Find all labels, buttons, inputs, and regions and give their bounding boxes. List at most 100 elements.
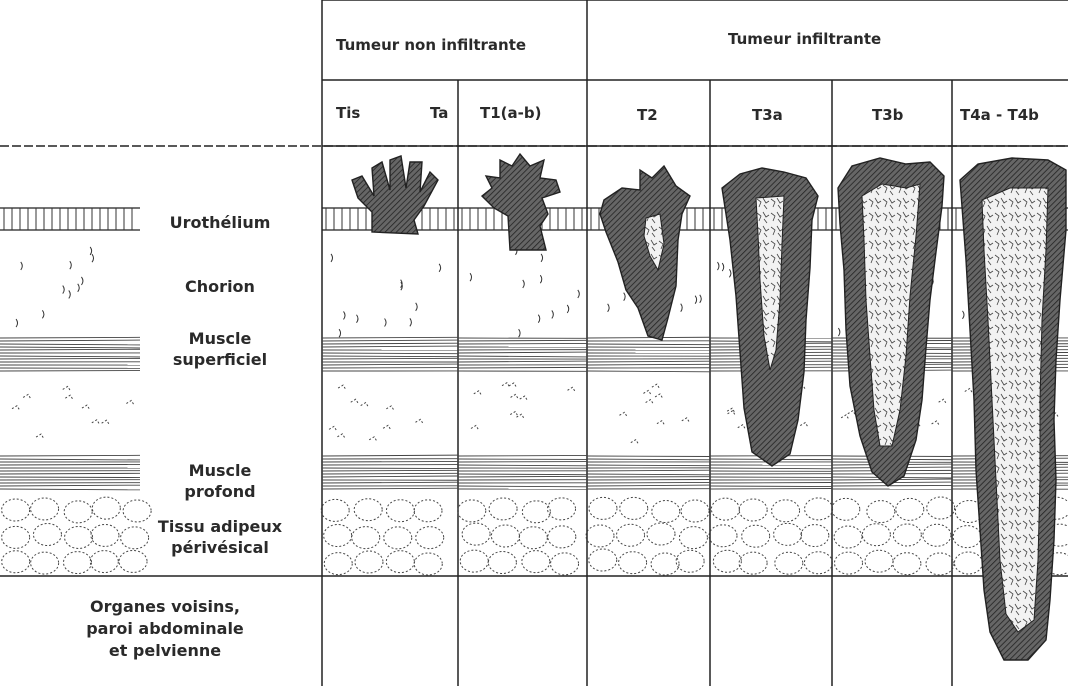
layer-label-line: Muscle xyxy=(150,460,290,481)
fat-cell xyxy=(2,551,30,573)
fat-cell xyxy=(589,497,617,519)
stroma-fiber xyxy=(82,405,90,410)
chorion-fiber xyxy=(722,263,724,271)
fat-cell xyxy=(386,551,414,573)
fat-cell xyxy=(739,499,767,521)
chorion-fiber xyxy=(81,277,83,285)
stroma-fiber xyxy=(386,406,394,411)
muscle-fiber xyxy=(0,347,140,348)
muscle-fiber xyxy=(587,479,710,480)
chorion-fiber xyxy=(624,293,626,301)
chorion-fiber xyxy=(70,261,72,269)
muscle-fiber xyxy=(322,340,458,341)
muscle-fiber xyxy=(587,465,710,466)
fat-cell xyxy=(862,524,890,546)
muscle-fiber xyxy=(0,340,140,341)
fat-cell xyxy=(548,498,576,520)
fat-cell xyxy=(742,525,770,547)
muscle-fiber xyxy=(322,461,458,462)
fat-cell xyxy=(92,497,120,519)
stage-t3b: T3b xyxy=(872,106,903,124)
stroma-fiber xyxy=(652,384,660,389)
fat-cell xyxy=(586,525,614,547)
chorion-fiber xyxy=(700,295,702,303)
muscle-fiber xyxy=(322,337,458,338)
muscle-fiber xyxy=(587,482,710,483)
chorion-fiber xyxy=(16,319,18,327)
muscle-fiber xyxy=(458,486,587,487)
chorion-fiber xyxy=(567,305,569,313)
stroma-fiber xyxy=(351,399,359,404)
fat-cell xyxy=(2,526,30,548)
fat-cell xyxy=(491,525,519,547)
stroma-fiber xyxy=(338,385,346,390)
fat-cell xyxy=(619,552,647,574)
muscle-fiber xyxy=(587,459,710,460)
fat-cell xyxy=(681,500,709,522)
stroma-fiber xyxy=(509,383,517,388)
stroma-fiber xyxy=(939,399,947,404)
chorion-fiber xyxy=(717,262,719,270)
chorion-fiber xyxy=(63,286,65,294)
stroma-fiber xyxy=(655,394,663,399)
stroma-fiber xyxy=(631,440,639,445)
fat-cell xyxy=(865,550,893,572)
fat-cell xyxy=(414,500,442,522)
stroma-fiber xyxy=(738,425,746,430)
muscle-fiber xyxy=(832,485,952,486)
fat-cell xyxy=(324,553,352,575)
fat-cell xyxy=(462,523,490,545)
muscle-fiber xyxy=(458,343,587,344)
tumor-ta xyxy=(352,156,438,234)
stroma-fiber xyxy=(646,400,654,405)
fat-cell xyxy=(953,526,981,548)
fat-cell xyxy=(651,553,679,575)
fat-cell xyxy=(551,553,579,575)
stroma-fiber xyxy=(329,426,337,431)
muscle-fiber xyxy=(587,344,710,345)
chorion-fiber xyxy=(729,269,731,277)
stage-t3a: T3a xyxy=(752,106,783,124)
layer-label-line: profond xyxy=(150,481,290,502)
fat-cell xyxy=(709,525,737,547)
fat-cell xyxy=(460,550,488,572)
muscle-fiber xyxy=(322,473,458,474)
fat-cell xyxy=(893,524,921,546)
stroma-fiber xyxy=(126,400,134,405)
muscle-fiber xyxy=(0,464,140,465)
muscle-fiber xyxy=(458,340,587,341)
stroma-fiber xyxy=(23,394,31,399)
fat-cell xyxy=(805,498,833,520)
chorion-fiber xyxy=(339,329,341,337)
fat-cell xyxy=(647,523,675,545)
fat-cell xyxy=(548,526,576,548)
stroma-fiber xyxy=(965,388,973,393)
stroma-fiber xyxy=(657,421,665,426)
stroma-fiber xyxy=(65,395,73,400)
stroma-fiber xyxy=(841,415,849,420)
chorion-fiber xyxy=(538,315,540,323)
fat-cell xyxy=(31,498,59,520)
fat-cell xyxy=(65,526,93,548)
fat-cell xyxy=(354,499,382,521)
muscle-fiber xyxy=(322,455,458,456)
stroma-fiber xyxy=(520,396,528,401)
tumor-t2 xyxy=(600,166,690,340)
muscle-fiber xyxy=(0,485,140,486)
fat-cell xyxy=(652,500,680,522)
fat-cell xyxy=(926,553,954,575)
fat-cell xyxy=(2,499,30,521)
muscle-fiber xyxy=(0,477,140,478)
fat-cell xyxy=(954,552,982,574)
layer-label-line: superficiel xyxy=(150,349,290,370)
muscle-fiber xyxy=(587,456,710,457)
muscle-fiber xyxy=(458,465,587,466)
group-header-infiltrant: Tumeur infiltrante xyxy=(728,30,881,48)
stroma-fiber xyxy=(36,434,44,439)
stroma-fiber xyxy=(568,387,576,392)
stroma-fiber xyxy=(337,434,345,439)
chorion-fiber xyxy=(92,254,94,262)
fat-cell xyxy=(91,524,119,546)
muscle-fiber xyxy=(322,488,458,489)
